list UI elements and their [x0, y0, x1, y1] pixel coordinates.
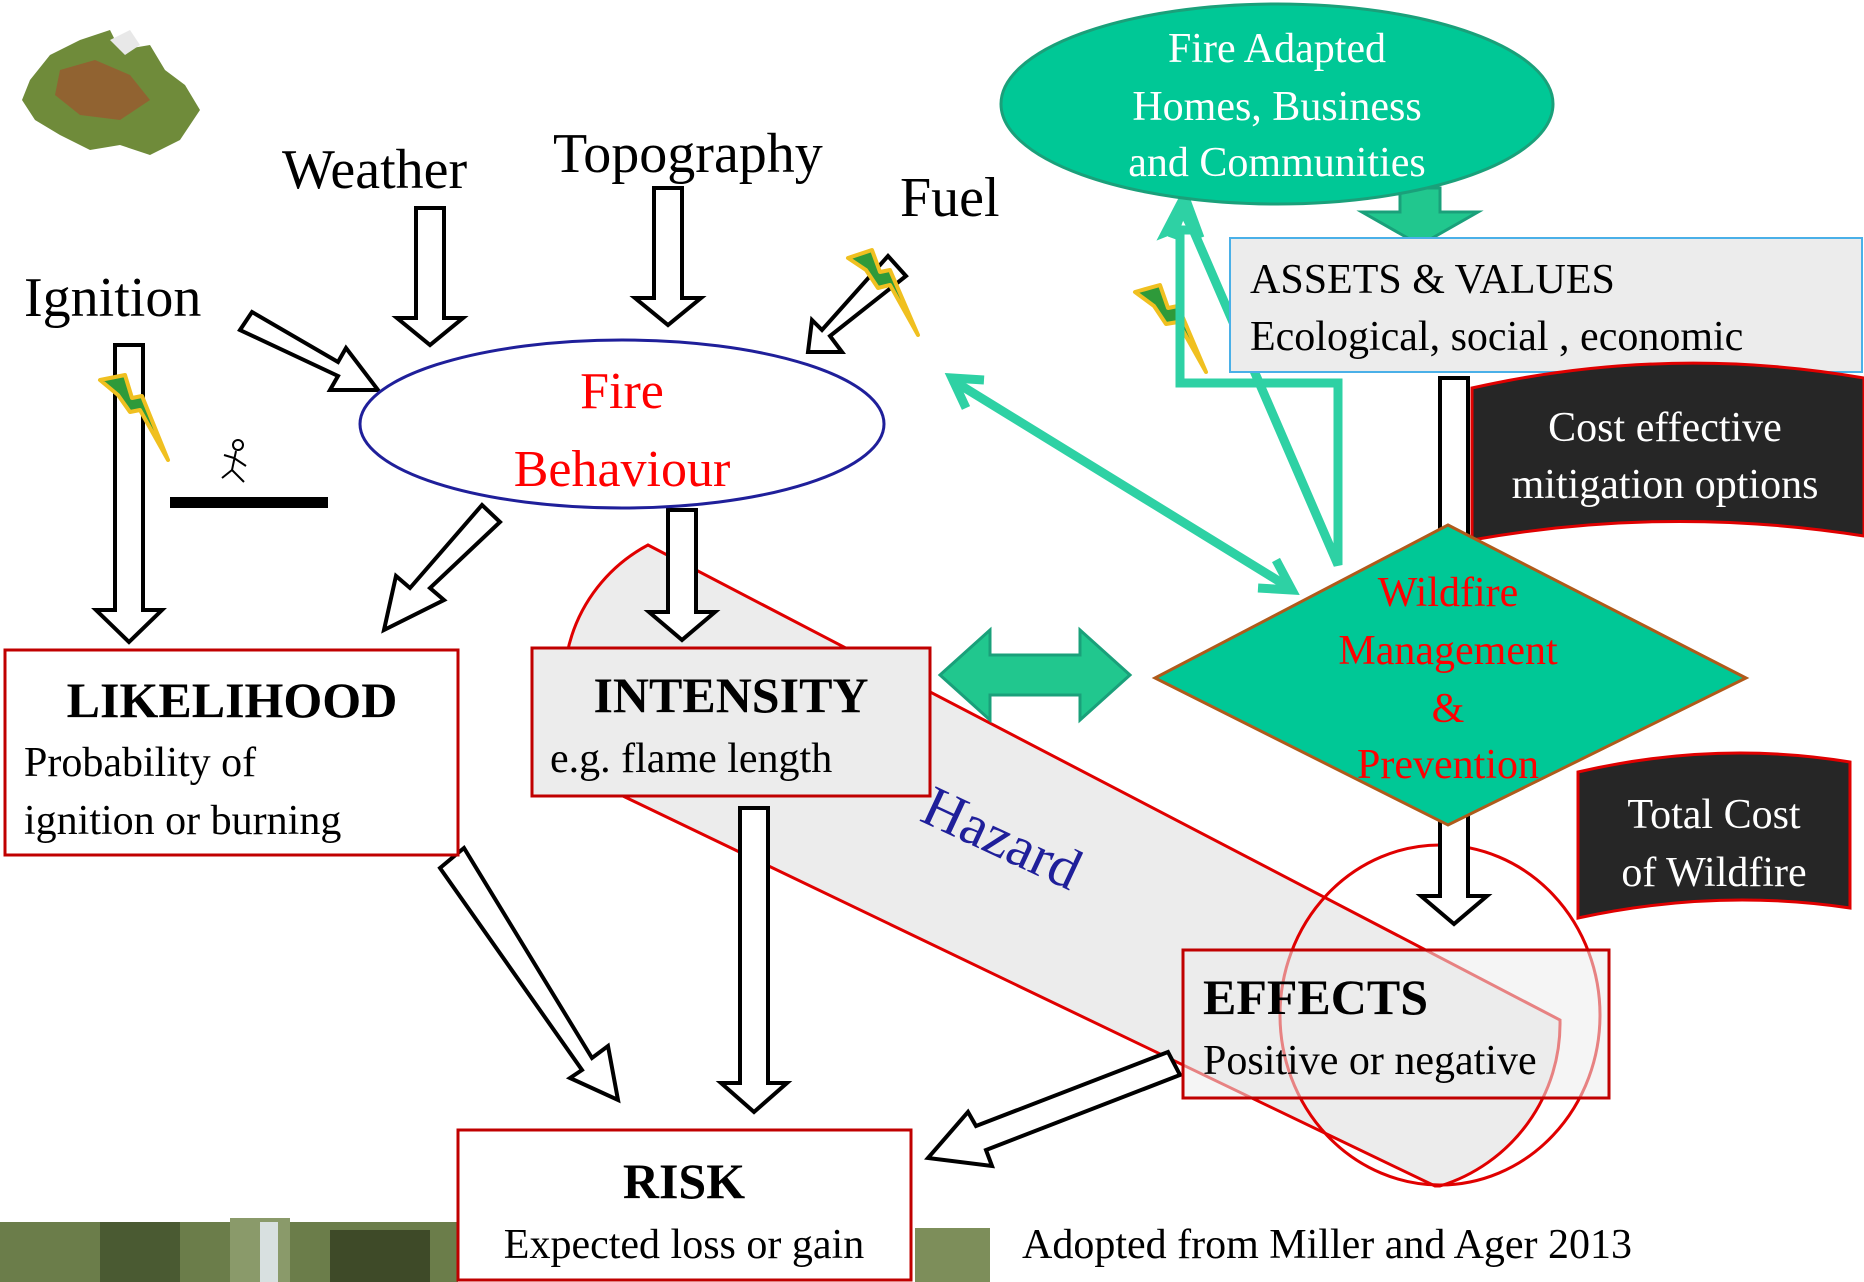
fire-adapted-line2: Homes, Business — [1132, 84, 1421, 130]
forest-photo-strip — [0, 1218, 990, 1282]
arrow-effects-risk — [924, 1049, 1183, 1169]
teal-arrow-fire-adapted-assets — [1356, 186, 1484, 247]
effects-box — [1181, 948, 1611, 1100]
arrow-likelihood-risk — [437, 844, 621, 1104]
cost-effective-line2: mitigation options — [1512, 462, 1819, 508]
likelihood-line2: ignition or burning — [24, 798, 341, 844]
weather-label: Weather — [282, 139, 467, 201]
assets-box — [1229, 237, 1863, 373]
risk-box — [456, 1128, 913, 1282]
assets-line2: Ecological, social , economic — [1250, 314, 1743, 360]
credit-text: Adopted from Miller and Ager 2013 — [1022, 1222, 1632, 1268]
teal-arrow-mgmt-fire-behaviour — [949, 376, 1293, 592]
arrow-fb-intensity — [643, 508, 721, 643]
cost-effective-line1: Cost effective — [1548, 405, 1782, 451]
fire-behaviour-line1: Fire — [580, 363, 664, 420]
likelihood-line1: Probability of — [24, 740, 256, 786]
effects-title: EFFECTS — [1203, 969, 1428, 1025]
total-cost-line2: of Wildfire — [1621, 850, 1806, 896]
canada-map-icon — [22, 30, 200, 155]
runner-icon — [221, 439, 247, 483]
likelihood-title: LIKELIHOOD — [67, 672, 398, 728]
total-cost-banner — [1576, 751, 1852, 920]
lightning-bolt-icons — [98, 248, 1208, 462]
management-diamond — [1151, 523, 1750, 827]
wildfire-mgmt-line4: Prevention — [1357, 742, 1539, 788]
fuel-label: Fuel — [900, 167, 1000, 229]
risk-line1: Expected loss or gain — [504, 1222, 864, 1268]
wildfire-mgmt-line1: Wildfire — [1378, 570, 1519, 616]
teal-connectors — [937, 186, 1484, 724]
fire-behaviour-line2: Behaviour — [514, 441, 731, 498]
arrow-ignition-down — [91, 343, 167, 645]
fire-behaviour-ellipse — [358, 338, 886, 510]
runner-ground-bar — [170, 497, 328, 508]
lightning-icon-assets — [1133, 283, 1208, 374]
risk-title: RISK — [623, 1153, 745, 1209]
intensity-box — [530, 646, 932, 798]
intensity-line1: e.g. flame length — [550, 736, 832, 782]
fire-adapted-line1: Fire Adapted — [1168, 26, 1386, 72]
arrow-ignition-right — [237, 309, 383, 392]
arrow-fb-likelihood — [381, 502, 503, 634]
wildfire-mgmt-line3: & — [1432, 686, 1465, 732]
intensity-title: INTENSITY — [593, 667, 868, 723]
arrow-topography-down — [629, 186, 707, 328]
likelihood-box — [3, 648, 460, 857]
teal-double-arrow-intensity-mgmt — [937, 626, 1133, 724]
effects-line1: Positive or negative — [1203, 1038, 1537, 1084]
topography-label: Topography — [553, 123, 823, 185]
total-cost-line1: Total Cost — [1627, 792, 1801, 838]
wildfire-mgmt-line2: Management — [1338, 628, 1558, 674]
cost-effective-banner — [1470, 361, 1864, 542]
arrow-intensity-risk — [715, 806, 793, 1115]
assets-line1: ASSETS & VALUES — [1250, 257, 1615, 303]
lightning-icon-fuel — [846, 248, 920, 337]
fire-adapted-ellipse — [999, 2, 1555, 206]
ignition-label: Ignition — [24, 267, 201, 329]
fire-adapted-line3: and Communities — [1128, 140, 1426, 186]
arrow-weather-down — [391, 206, 469, 348]
lightning-icon-ignition — [98, 373, 170, 462]
